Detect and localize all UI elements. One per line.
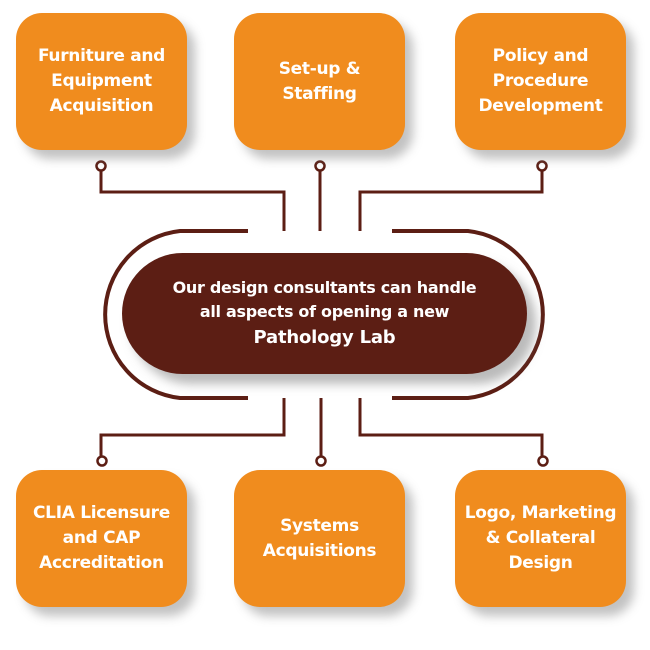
service-label: CLIA Licensure and CAP Accreditation (32, 503, 170, 573)
connector-top-left (99, 170, 286, 231)
service-box-policy: Policy and Procedure Development (455, 13, 626, 150)
center-line-3: Pathology Lab (253, 326, 396, 348)
connector-node-top-middle (314, 160, 326, 172)
connector-node-bottom-right (537, 455, 549, 467)
center-message: Our design consultants can handle all as… (122, 253, 527, 374)
connector-node-bottom-middle (315, 455, 327, 467)
connector-bottom-left (99, 398, 286, 457)
center-line-2: all aspects of opening a new (199, 301, 450, 321)
connector-bottom-right (358, 398, 544, 457)
service-box-furniture: Furniture and Equipment Acquisition (16, 13, 187, 150)
service-label: Logo, Marketing & Collateral Design (464, 503, 617, 573)
service-box-logo-marketing: Logo, Marketing & Collateral Design (455, 470, 626, 607)
connectors (99, 170, 544, 457)
service-label: Systems Acquisitions (262, 515, 377, 561)
service-box-clia-cap: CLIA Licensure and CAP Accreditation (16, 470, 187, 607)
service-box-setup-staffing: Set-up & Staffing (234, 13, 405, 150)
service-label: Policy and Procedure Development (478, 46, 603, 116)
service-label: Set-up & Staffing (278, 58, 361, 104)
connector-node-top-left (95, 160, 107, 172)
connector-node-top-right (536, 160, 548, 172)
service-box-systems: Systems Acquisitions (234, 470, 405, 607)
connector-node-bottom-left (96, 455, 108, 467)
service-label: Furniture and Equipment Acquisition (37, 46, 166, 116)
bracket-right (392, 229, 545, 400)
center-line-1: Our design consultants can handle (172, 277, 477, 297)
connector-top-right (358, 170, 544, 231)
bracket-left (103, 229, 248, 400)
